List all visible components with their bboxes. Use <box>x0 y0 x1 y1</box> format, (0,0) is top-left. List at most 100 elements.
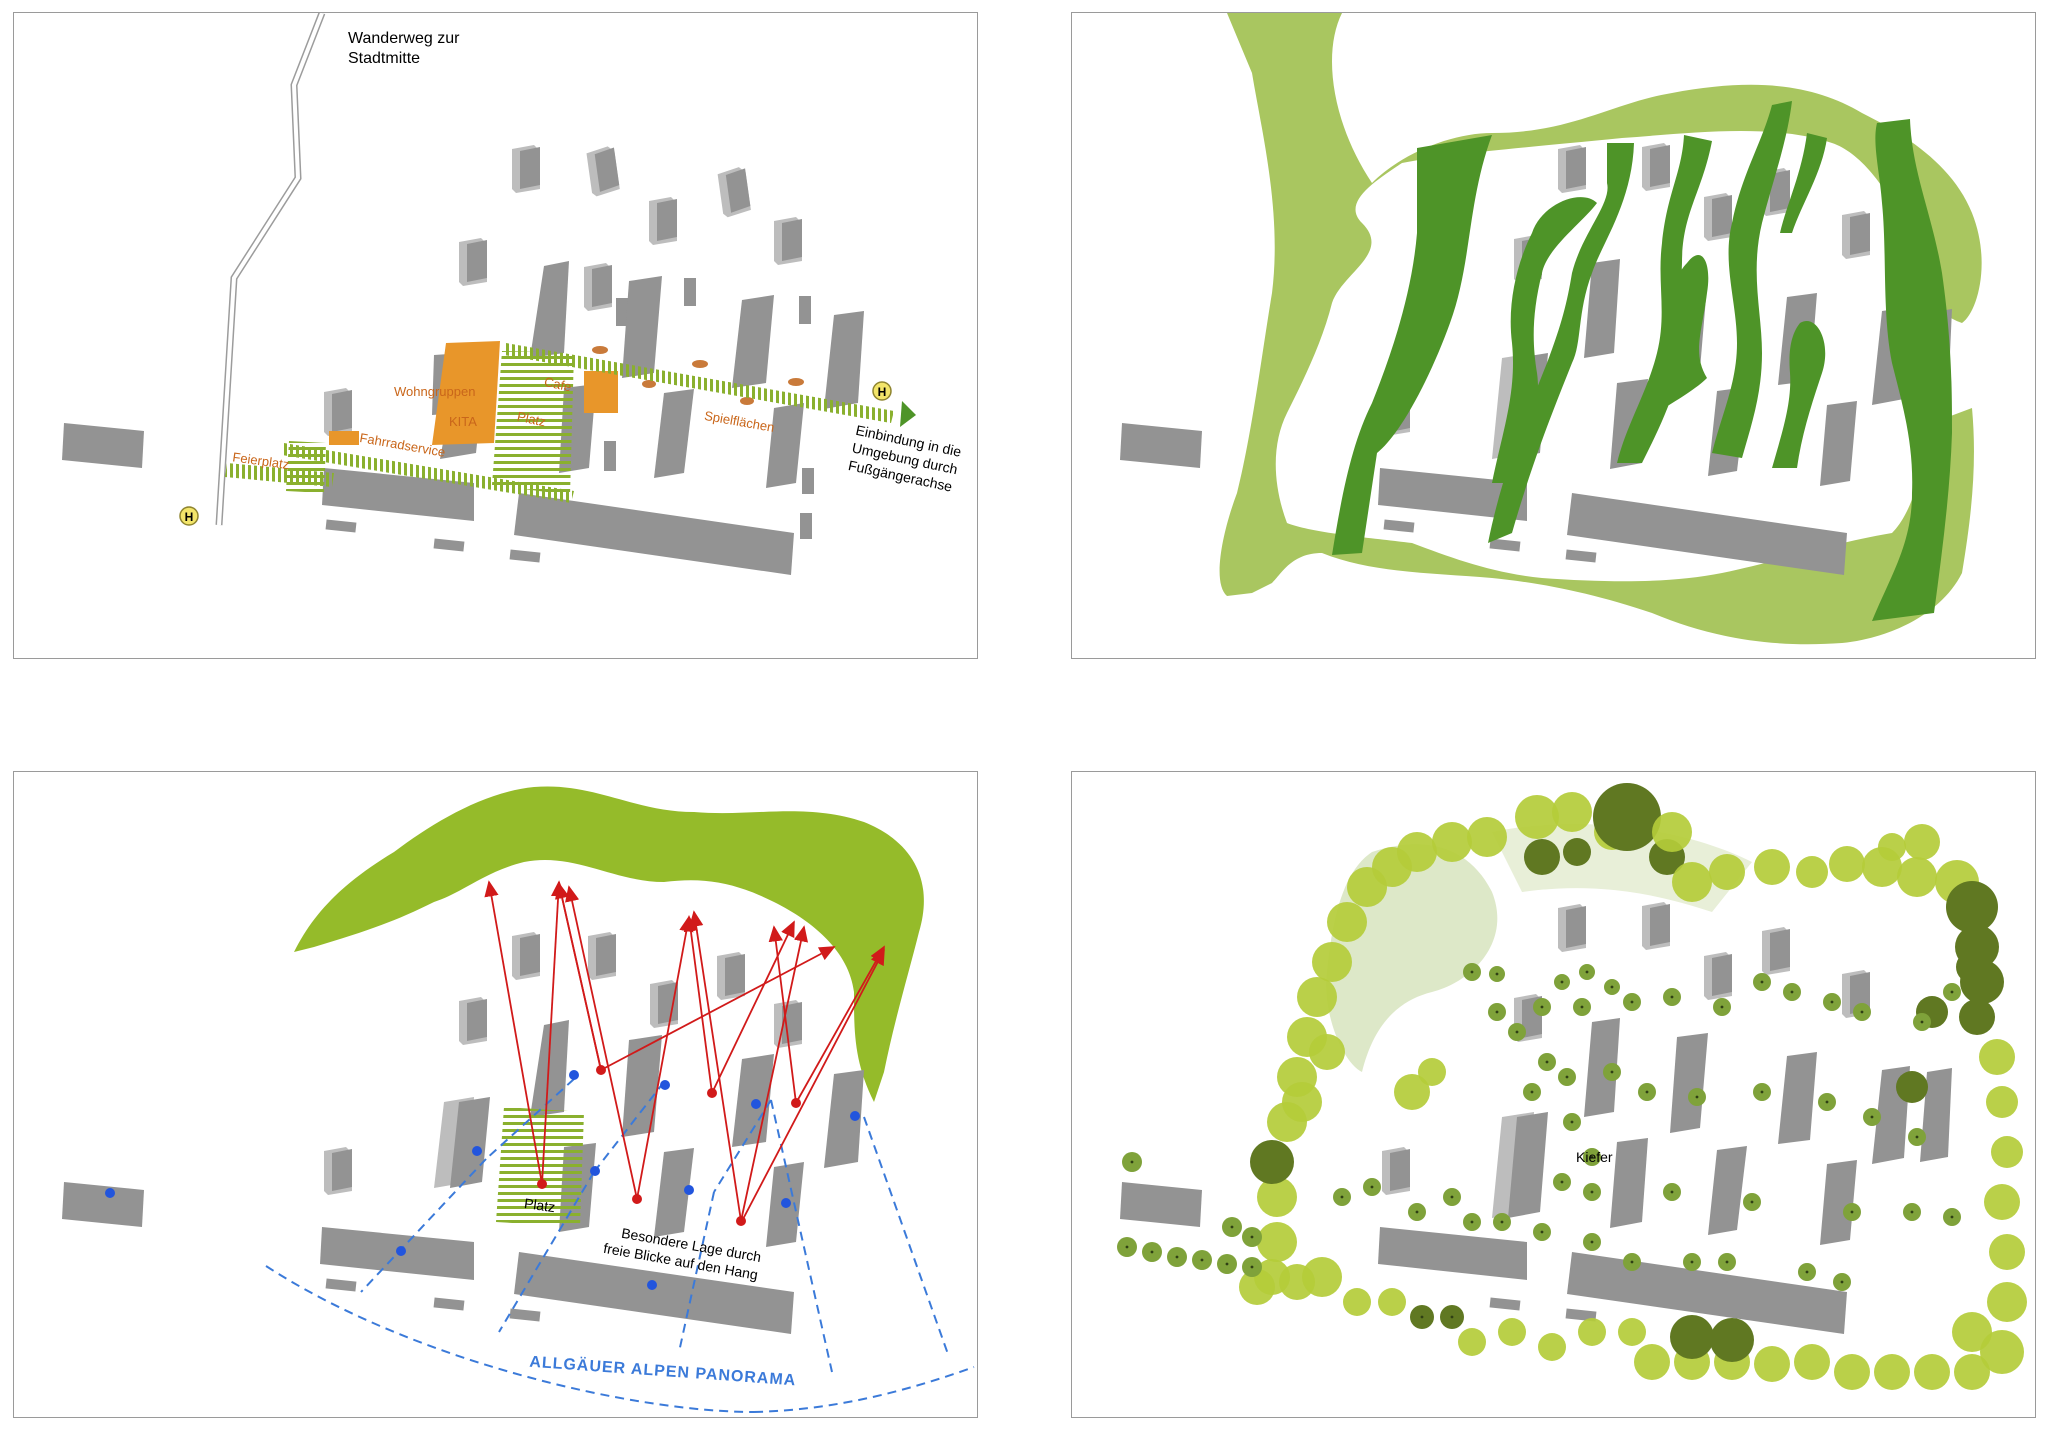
panel-planting-concept: Kiefer <box>1071 771 2036 1418</box>
tree-canopy <box>1282 1082 1322 1122</box>
green-corridors <box>1332 101 1952 621</box>
label-kita: KITA <box>449 414 477 429</box>
tree-canopy <box>1984 1184 2020 1220</box>
tree-trunk-dot <box>1225 1262 1229 1266</box>
tree-canopy <box>1498 1318 1526 1346</box>
tree-canopy <box>1986 1086 2018 1118</box>
tree-trunk-dot <box>1910 1210 1914 1214</box>
tree-canopy <box>1991 1136 2023 1168</box>
tree-canopy <box>1343 1288 1371 1316</box>
panorama-view-lines <box>265 1078 975 1413</box>
tree-canopy <box>1418 1058 1446 1086</box>
panorama-label: ALLGÄUER ALPEN PANORAMA <box>529 1353 797 1390</box>
tree-canopy <box>1652 812 1692 852</box>
tree-canopy <box>1989 1234 2025 1270</box>
tree-trunk-dot <box>1950 990 1954 994</box>
tree-canopy <box>1959 999 1995 1035</box>
tree-trunk-dot <box>1610 985 1614 989</box>
tree-canopy <box>1754 1346 1790 1382</box>
tree-trunk-dot <box>1450 1315 1454 1319</box>
tree-canopy <box>1670 1315 1714 1359</box>
platz-area <box>492 351 574 495</box>
tree-canopy <box>1467 817 1507 857</box>
hiking-trail-label-2: Stadtmitte <box>348 50 420 67</box>
long-building-west <box>322 468 474 521</box>
tree-trunk-dot <box>1200 1258 1204 1262</box>
tree-trunk-dot <box>1560 980 1564 984</box>
tree-canopy <box>1954 1354 1990 1390</box>
tree-trunk-dot <box>1495 972 1499 976</box>
label-spielflaechen: Spielflächen <box>703 408 775 435</box>
tree-trunk-dot <box>1585 970 1589 974</box>
tree-trunk-dot <box>1250 1235 1254 1239</box>
label-cafe: Cafe <box>543 374 573 394</box>
tree-trunk-dot <box>1725 1260 1729 1264</box>
tree-trunk-dot <box>1610 1070 1614 1074</box>
axis-arrow <box>900 401 916 427</box>
tree-canopy <box>1952 1312 1992 1352</box>
tree-canopy <box>1904 824 1940 860</box>
tree-canopy <box>1914 1354 1950 1390</box>
tree-canopy <box>1710 1318 1754 1362</box>
tree-trunk-dot <box>1850 1210 1854 1214</box>
tree-trunk-dot <box>1760 980 1764 984</box>
tree-trunk-dot <box>1590 1240 1594 1244</box>
tree-trunk-dot <box>1750 1200 1754 1204</box>
tree-trunk-dot <box>1590 1155 1594 1159</box>
tree-trunk-dot <box>1370 1185 1374 1189</box>
tree-trunk-dot <box>1645 1090 1649 1094</box>
label-platz: Platz <box>523 1195 556 1215</box>
tree-canopy <box>1946 881 1998 933</box>
tree-canopy <box>1524 839 1560 875</box>
tree-trunk-dot <box>1540 1005 1544 1009</box>
tree-canopy <box>1538 1333 1566 1361</box>
cafe-area <box>584 371 618 413</box>
tree-trunk-dot <box>1695 1095 1699 1099</box>
tree-canopy <box>1394 1074 1430 1110</box>
tree-trunk-dot <box>1540 1230 1544 1234</box>
label-platz: Platz <box>516 409 547 430</box>
tree-canopy <box>1979 1039 2015 1075</box>
tree-canopy <box>1709 854 1745 890</box>
tree-trunk-dot <box>1420 1315 1424 1319</box>
tree-trunk-dot <box>1630 1000 1634 1004</box>
tree-trunk-dot <box>1530 1090 1534 1094</box>
tree-canopy <box>1896 1071 1928 1103</box>
tree-canopy <box>1634 1344 1670 1380</box>
hillside <box>294 786 924 1102</box>
svg-text:H: H <box>185 510 194 524</box>
tree-trunk-dot <box>1500 1220 1504 1224</box>
tree-layer <box>1117 783 2027 1390</box>
tree-trunk-dot <box>1125 1245 1129 1249</box>
tree-canopy <box>1432 822 1472 862</box>
kita-area <box>432 341 500 445</box>
tree-canopy <box>1618 1318 1646 1346</box>
tree-canopy <box>1552 792 1592 832</box>
tree-trunk-dot <box>1690 1260 1694 1264</box>
tree-trunk-dot <box>1915 1135 1919 1139</box>
bus-stop-icon: H <box>872 381 892 401</box>
tree-canopy <box>1956 951 1988 983</box>
green-corridor <box>1332 135 1492 555</box>
long-building-east <box>514 493 794 575</box>
tree-canopy <box>1829 846 1865 882</box>
tree-trunk-dot <box>1470 1220 1474 1224</box>
tree-trunk-dot <box>1515 1030 1519 1034</box>
tree-canopy <box>1754 849 1790 885</box>
green-corridor <box>1872 119 1952 621</box>
tree-trunk-dot <box>1495 1010 1499 1014</box>
panel-green-structure <box>1071 12 2036 659</box>
tree-canopy <box>1397 832 1437 872</box>
tree-trunk-dot <box>1840 1280 1844 1284</box>
view-origin-points <box>537 1065 801 1226</box>
planting-plan: Kiefer <box>1117 783 2027 1390</box>
label-wohngruppen: Wohngruppen <box>394 384 475 399</box>
tree-canopy <box>1796 856 1828 888</box>
tree-trunk-dot <box>1570 1120 1574 1124</box>
view-arrows <box>484 880 885 1222</box>
green-corridor <box>1488 143 1634 543</box>
tree-trunk-dot <box>1830 1000 1834 1004</box>
tree-canopy <box>1239 1269 1275 1305</box>
label-kiefer: Kiefer <box>1576 1149 1613 1165</box>
tree-canopy <box>1250 1140 1294 1184</box>
